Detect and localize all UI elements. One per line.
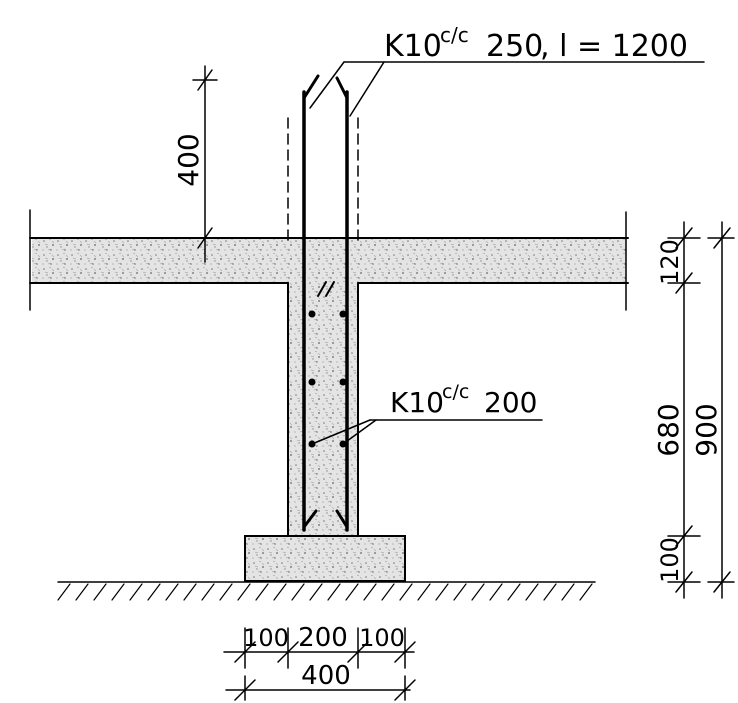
top-callout-spacing: 250 <box>486 29 543 64</box>
dimension-slab-thickness-value: 120 <box>656 239 684 285</box>
rebar-bars <box>302 74 349 532</box>
dashed-projection-lines <box>287 117 359 241</box>
mid-callout-spacing: 200 <box>484 386 537 419</box>
dimension-beam-height-value: 680 <box>652 403 685 456</box>
dimension-right-offset-value: 100 <box>359 624 405 652</box>
dimension-left-offset-value: 100 <box>243 624 289 652</box>
dimension-right-chain: 120 680 100 900 <box>652 221 735 599</box>
dimension-top-extension-value: 400 <box>172 133 205 186</box>
top-callout-prefix: K10 <box>384 29 442 64</box>
dimension-web-width-value: 200 <box>298 623 348 653</box>
top-rebar-callout: K10 c/c 250 , l = 1200 <box>309 23 705 117</box>
dimension-total-height-value: 900 <box>690 403 723 456</box>
dimension-bottom-chain: 100 200 100 400 <box>223 623 416 701</box>
ground-hatch <box>57 581 596 601</box>
stirrup-callout: K10 c/c 200 <box>311 381 543 445</box>
dimension-footing-height-value: 100 <box>656 537 684 583</box>
mid-callout-prefix: K10 <box>390 386 444 419</box>
dimension-top-extension: 400 <box>172 65 218 263</box>
top-callout-fraction: c/c <box>440 23 469 47</box>
footing <box>244 535 406 582</box>
dimension-footing-width-value: 400 <box>301 661 351 691</box>
top-callout-length: , l = 1200 <box>540 29 688 64</box>
slab <box>29 209 629 311</box>
mid-callout-fraction: c/c <box>442 381 469 403</box>
